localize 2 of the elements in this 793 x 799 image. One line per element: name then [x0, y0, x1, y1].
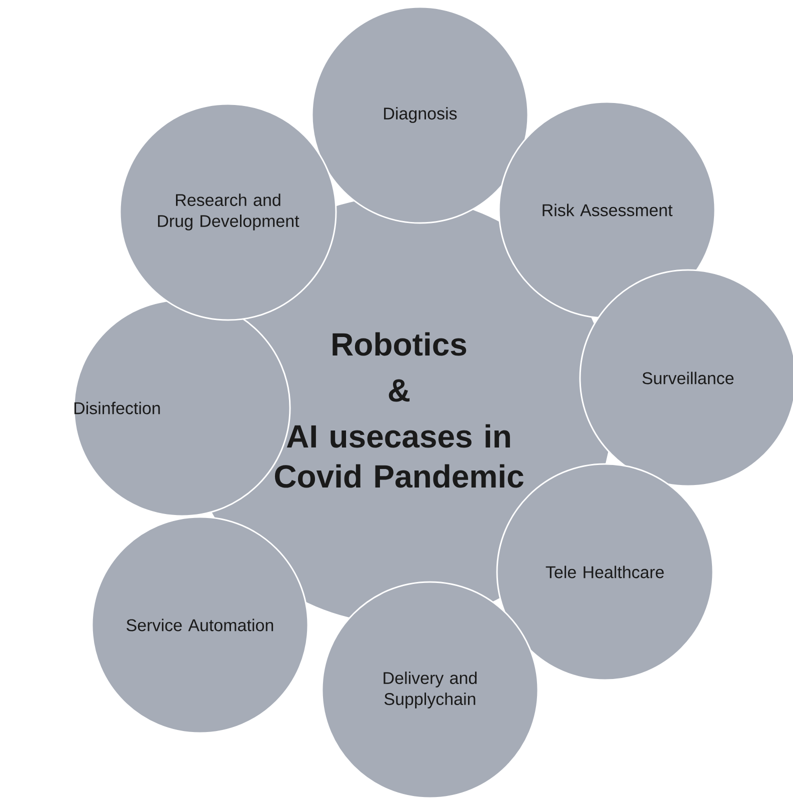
node-label: Delivery and Supplychain — [384, 672, 477, 708]
node-label: Surveillance — [642, 372, 734, 384]
